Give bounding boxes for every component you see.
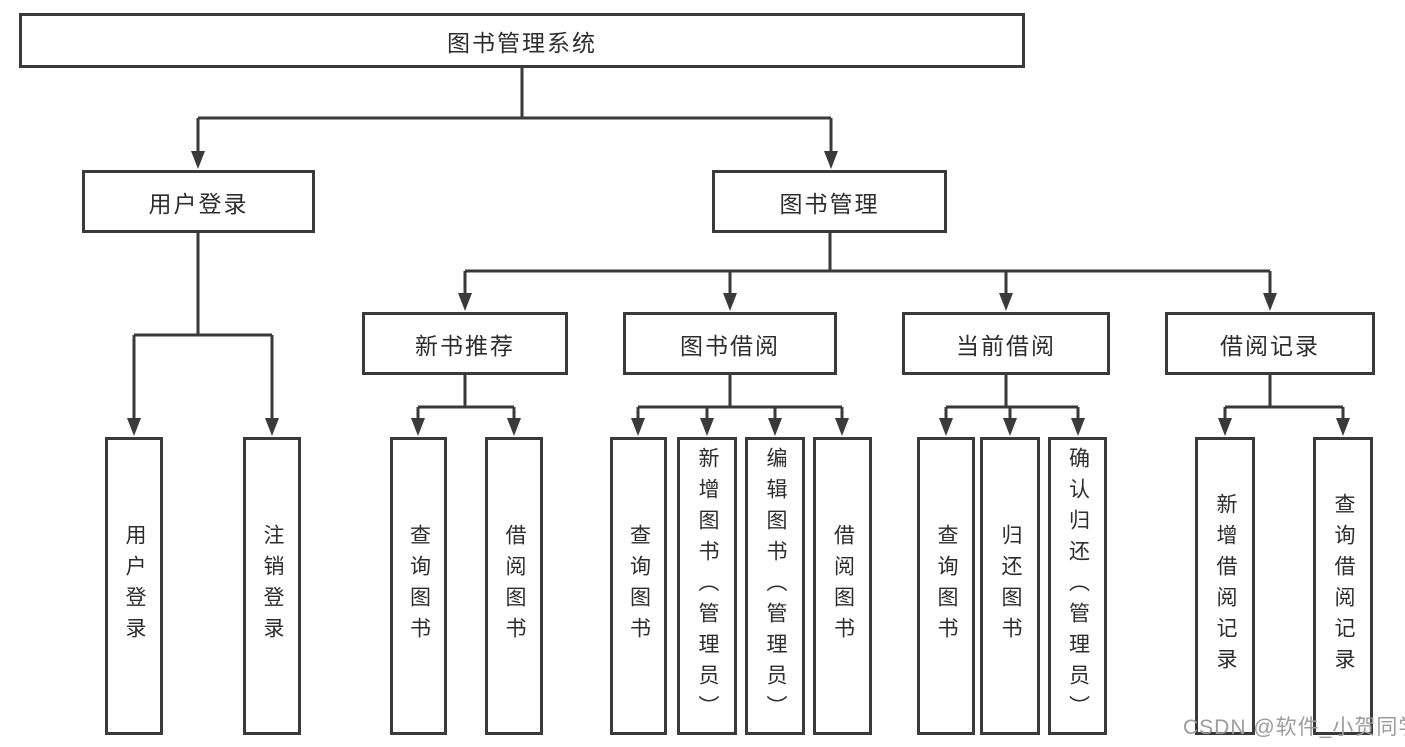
leaf-add-borrow-record: 新增借阅记录 xyxy=(1195,437,1255,735)
leaf-edit-book-admin: 编辑图书（管理员） xyxy=(745,437,805,735)
node-book-management-branch: 图书管理 xyxy=(712,170,947,233)
node-borrow-records: 借阅记录 xyxy=(1165,312,1375,375)
leaf-label: 新增借阅记录 xyxy=(1214,493,1237,679)
leaf-label: 查询图书 xyxy=(935,524,958,648)
leaf-borrow-book-recommend: 借阅图书 xyxy=(485,437,543,735)
node-user-login-branch: 用户登录 xyxy=(82,170,315,233)
arrowheads xyxy=(127,151,1350,436)
leaf-label: 编辑图书（管理员） xyxy=(764,446,787,726)
leaf-label: 用户登录 xyxy=(123,524,146,648)
node-label: 图书管理 xyxy=(779,190,880,217)
leaf-query-book-borrow: 查询图书 xyxy=(610,437,667,735)
leaf-label: 注销登录 xyxy=(261,524,284,648)
leaf-query-borrow-record: 查询借阅记录 xyxy=(1313,437,1373,735)
node-new-book-recommend: 新书推荐 xyxy=(362,312,568,375)
node-root-system: 图书管理系统 xyxy=(19,13,1025,68)
leaf-label: 查询借阅记录 xyxy=(1332,493,1355,679)
node-label: 借阅记录 xyxy=(1220,332,1320,359)
leaf-user-login: 用户登录 xyxy=(105,437,163,735)
leaf-label: 借阅图书 xyxy=(503,524,526,648)
leaf-label: 新增图书（管理员） xyxy=(696,446,719,726)
leaf-label: 查询图书 xyxy=(407,524,431,648)
csdn-watermark: CSDN @软件_小贺同学 xyxy=(1183,716,1405,739)
leaf-query-book-current: 查询图书 xyxy=(917,437,975,735)
leaf-return-book: 归还图书 xyxy=(980,437,1040,735)
node-root-label: 图书管理系统 xyxy=(447,29,597,56)
leaf-borrow-book: 借阅图书 xyxy=(813,437,872,735)
leaf-label: 确认归还（管理员） xyxy=(1066,446,1090,726)
node-label: 图书借阅 xyxy=(680,332,780,359)
node-current-borrow: 当前借阅 xyxy=(902,312,1110,375)
leaf-label: 查询图书 xyxy=(627,524,651,648)
node-book-borrow: 图书借阅 xyxy=(623,312,837,375)
node-label: 新书推荐 xyxy=(415,332,515,359)
leaf-label: 归还图书 xyxy=(999,524,1022,648)
node-label: 当前借阅 xyxy=(956,332,1056,359)
leaf-logout: 注销登录 xyxy=(243,437,301,735)
node-label: 用户登录 xyxy=(148,190,249,217)
leaf-add-book-admin: 新增图书（管理员） xyxy=(677,437,737,735)
leaf-confirm-return-admin: 确认归还（管理员） xyxy=(1048,437,1107,735)
leaf-label: 借阅图书 xyxy=(831,524,855,648)
leaf-query-book-recommend: 查询图书 xyxy=(390,437,447,735)
